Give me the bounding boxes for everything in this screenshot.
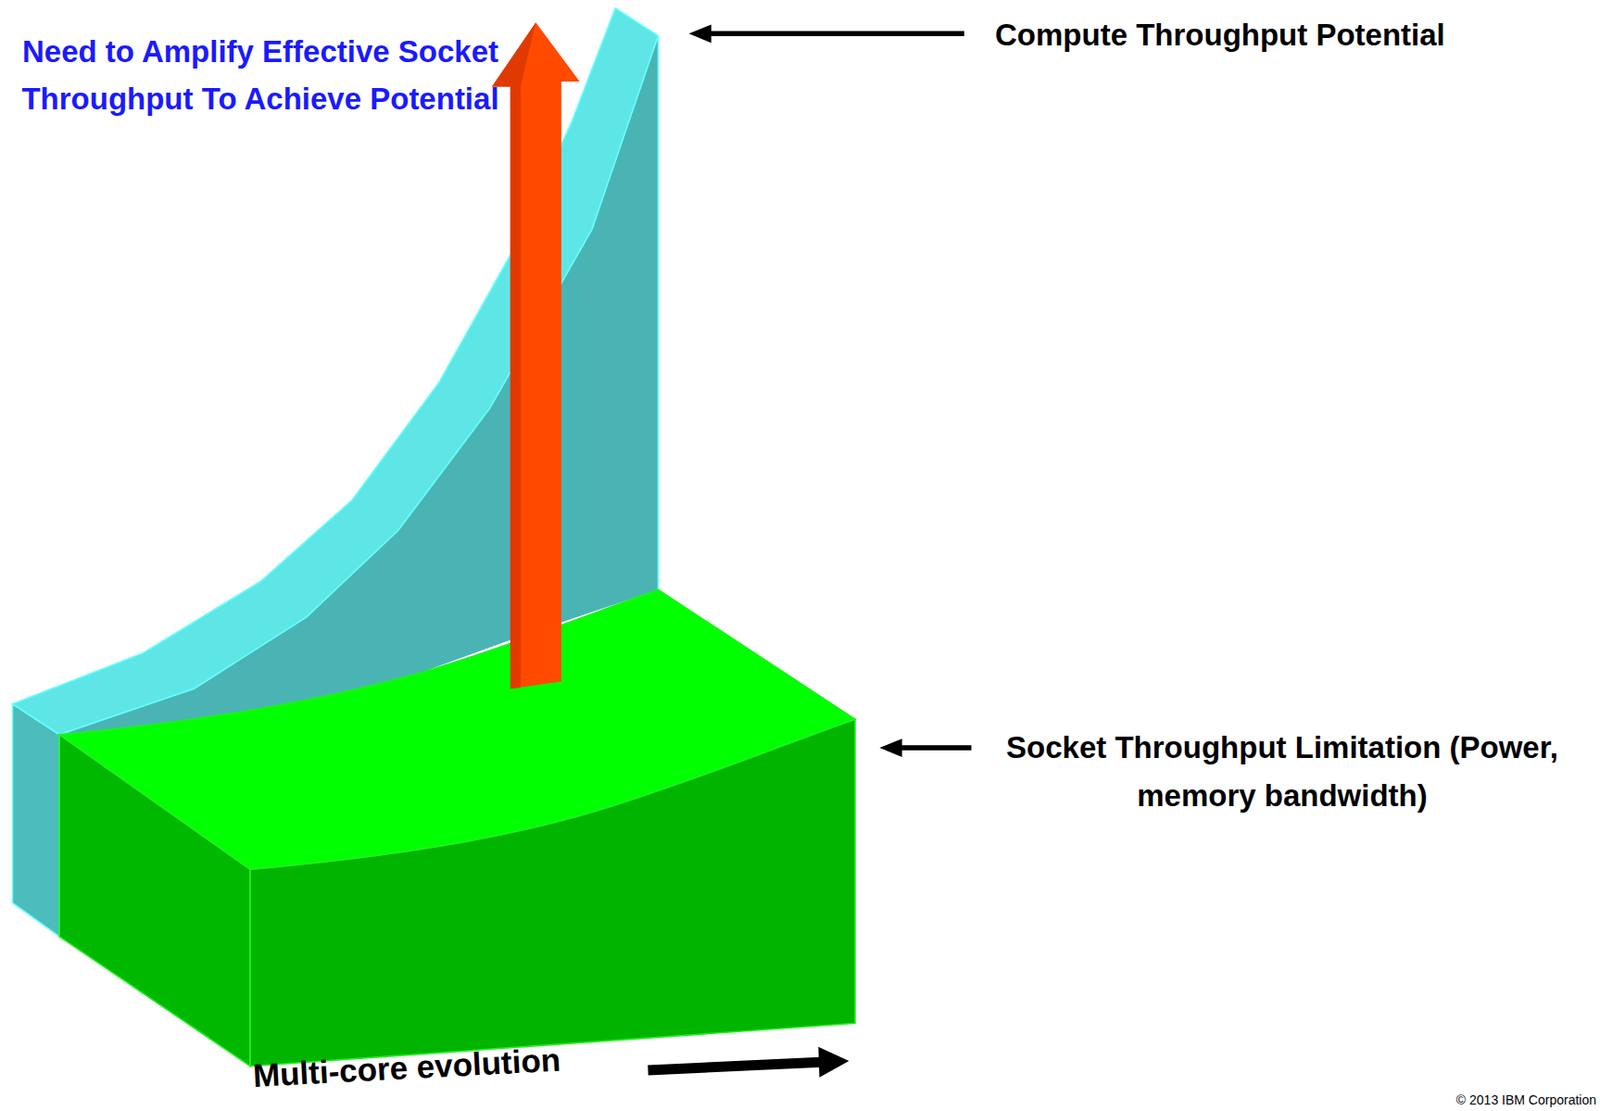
- leader-arrow: [897, 744, 971, 751]
- arrowhead: [818, 1046, 849, 1078]
- wall-edge: [657, 36, 660, 591]
- arrowhead: [688, 24, 711, 43]
- amplify-arrow-shade: [491, 22, 536, 689]
- series-label: Compute Throughput Potential: [995, 16, 1446, 54]
- callout-text: Need to Amplify Effective Socket Through…: [19, 27, 502, 123]
- block-top: [59, 589, 856, 870]
- amplify-arrow: [491, 22, 580, 689]
- axis-arrow: [647, 1061, 821, 1071]
- copyright-note: © 2013 IBM Corporation: [1456, 1092, 1597, 1109]
- wall-end-face: [12, 704, 61, 937]
- leader-arrow: [705, 31, 965, 38]
- series-label: Socket Throughput Limitation (Power, mem…: [995, 723, 1570, 820]
- arrowhead: [879, 738, 902, 757]
